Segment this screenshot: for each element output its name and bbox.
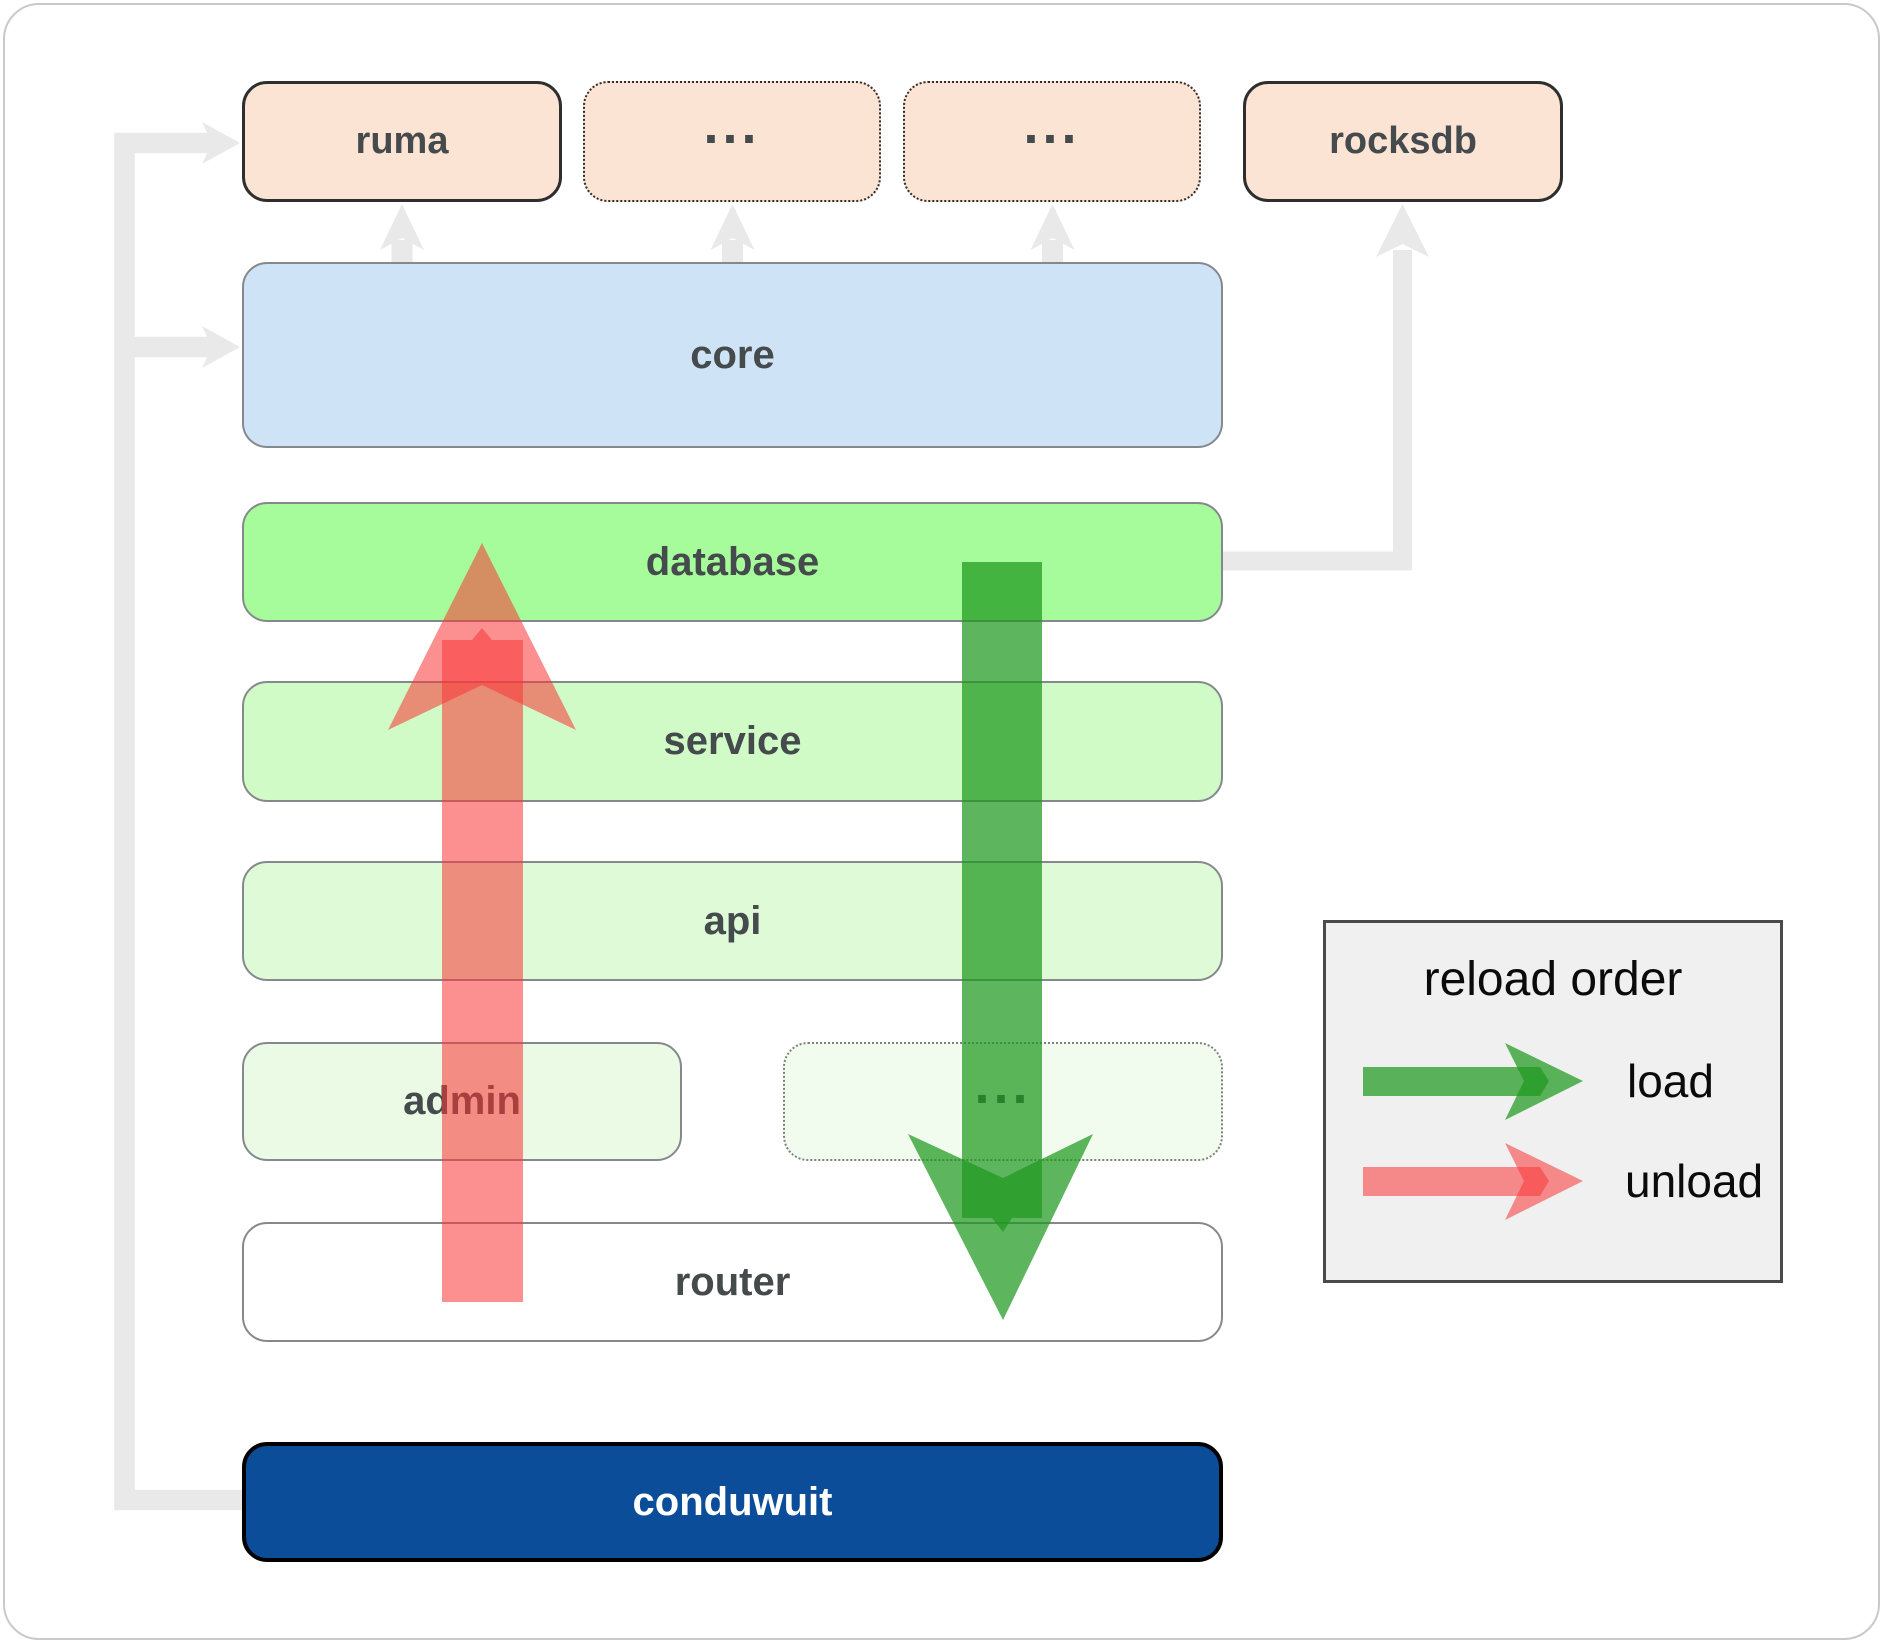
core-to-ruma-arrowhead-icon: [380, 204, 424, 250]
node-core: core: [242, 262, 1223, 448]
node-etc-admin: ...: [783, 1042, 1223, 1161]
node-etc-top-2: ...: [903, 81, 1201, 202]
node-admin: admin: [242, 1042, 682, 1161]
core-to-etc1-arrowhead-icon: [710, 204, 755, 250]
node-router-label: router: [674, 1259, 791, 1304]
arrowhead-into-rocksdb-icon: [1376, 204, 1429, 257]
node-rocksdb-label: rocksdb: [1329, 120, 1477, 162]
node-conduwuit: conduwuit: [242, 1442, 1223, 1562]
node-admin-label: admin: [403, 1079, 521, 1123]
arrowhead-into-ruma-icon: [202, 122, 240, 164]
legend-unload-label: unload: [1625, 1155, 1764, 1207]
core-to-etc2-shaft: [1042, 240, 1063, 264]
node-ruma-label: ruma: [355, 120, 449, 162]
legend-load-label: load: [1627, 1055, 1714, 1107]
core-to-etc2-arrowhead-icon: [1030, 204, 1075, 250]
node-etc-top-2-label: ...: [1023, 94, 1081, 155]
node-rocksdb: rocksdb: [1243, 81, 1563, 202]
node-service-label: service: [663, 719, 802, 763]
conduwuit-to-ruma-connector: [114, 132, 243, 1511]
node-etc-top-1-label: ...: [703, 94, 761, 155]
node-core-label: core: [690, 332, 775, 377]
core-to-etc1-shaft: [722, 240, 743, 264]
legend-title: reload order: [1423, 953, 1683, 1006]
node-conduwuit-label: conduwuit: [632, 1479, 833, 1524]
node-api: api: [242, 861, 1223, 981]
node-service: service: [242, 681, 1223, 802]
node-router: router: [242, 1222, 1223, 1342]
node-database-label: database: [645, 539, 820, 584]
arrowhead-into-core-icon: [202, 326, 240, 368]
node-etc-top-1: ...: [583, 81, 881, 202]
node-api-label: api: [703, 898, 762, 943]
node-ruma: ruma: [242, 81, 562, 202]
core-to-ruma-shaft: [391, 240, 413, 264]
node-database: database: [242, 502, 1223, 622]
node-etc-admin-label: ...: [974, 1054, 1032, 1115]
database-to-rocksdb-connector: [1223, 250, 1412, 571]
